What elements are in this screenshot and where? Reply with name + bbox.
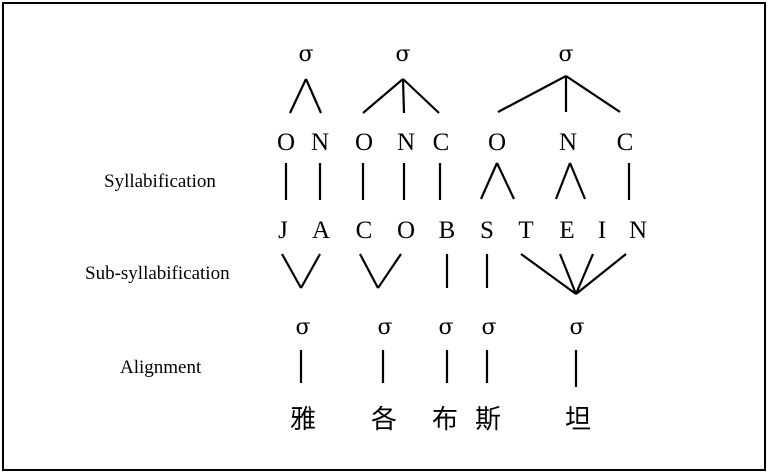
branch-line — [289, 78, 307, 114]
branch-line — [401, 78, 406, 114]
sub-syllable-3: σ — [438, 315, 453, 340]
constituent-nucleus-1: N — [311, 129, 329, 156]
constituent-nucleus-3: N — [559, 129, 577, 156]
connector-line — [554, 162, 572, 200]
merge-line — [520, 253, 577, 295]
constituent-coda-2: C — [433, 129, 450, 156]
constituent-connectors — [284, 162, 631, 200]
letter-i: I — [598, 217, 606, 244]
letter-n: N — [629, 217, 647, 244]
syllable-branches — [289, 75, 621, 114]
character-ya: 雅 — [290, 405, 316, 435]
letter-o: O — [397, 217, 415, 244]
merge-line — [359, 253, 379, 289]
branch-line — [565, 75, 621, 113]
constituent-onset-1: O — [277, 129, 295, 156]
merge-line — [558, 253, 578, 295]
branch-line — [362, 78, 404, 114]
syllabification-label: Syllabification — [104, 171, 216, 192]
branch-line — [497, 75, 567, 113]
connector-line — [568, 162, 587, 200]
diagram-frame — [2, 2, 766, 471]
letter-a: A — [312, 217, 330, 244]
letter-c: C — [356, 217, 373, 244]
constituent-nucleus-2: N — [397, 129, 415, 156]
letter-j: J — [278, 217, 288, 244]
top-syllable-3: σ — [558, 42, 573, 67]
connector-line — [496, 162, 515, 200]
character-si: 斯 — [475, 405, 501, 435]
letter-t: T — [518, 217, 533, 244]
connector-line — [479, 162, 499, 200]
sub-syllable-connectors — [281, 253, 627, 295]
sub-syllable-4: σ — [481, 315, 496, 340]
merge-line — [300, 253, 321, 289]
merge-line — [574, 253, 595, 295]
constituent-onset-3: O — [488, 129, 506, 156]
sub-syllable-1: σ — [295, 315, 310, 340]
branch-line — [402, 78, 440, 114]
character-tan: 坦 — [565, 405, 591, 435]
alignment-connectors — [299, 350, 578, 387]
letter-e: E — [559, 217, 574, 244]
constituent-coda-3: C — [617, 129, 634, 156]
alignment-label: Alignment — [120, 357, 202, 378]
merge-line — [281, 253, 302, 289]
letter-b: B — [439, 217, 456, 244]
character-ge: 各 — [371, 405, 397, 435]
sub-syllabification-label: Sub-syllabification — [85, 263, 230, 284]
character-bu: 布 — [432, 405, 458, 435]
top-syllable-2: σ — [395, 42, 410, 67]
branch-line — [304, 78, 323, 114]
letter-s: S — [480, 217, 494, 244]
sub-syllable-5: σ — [569, 315, 584, 340]
merge-line — [575, 253, 627, 295]
constituent-onset-2: O — [355, 129, 373, 156]
sub-syllable-2: σ — [377, 315, 392, 340]
merge-line — [377, 253, 402, 289]
top-syllable-1: σ — [298, 42, 313, 67]
